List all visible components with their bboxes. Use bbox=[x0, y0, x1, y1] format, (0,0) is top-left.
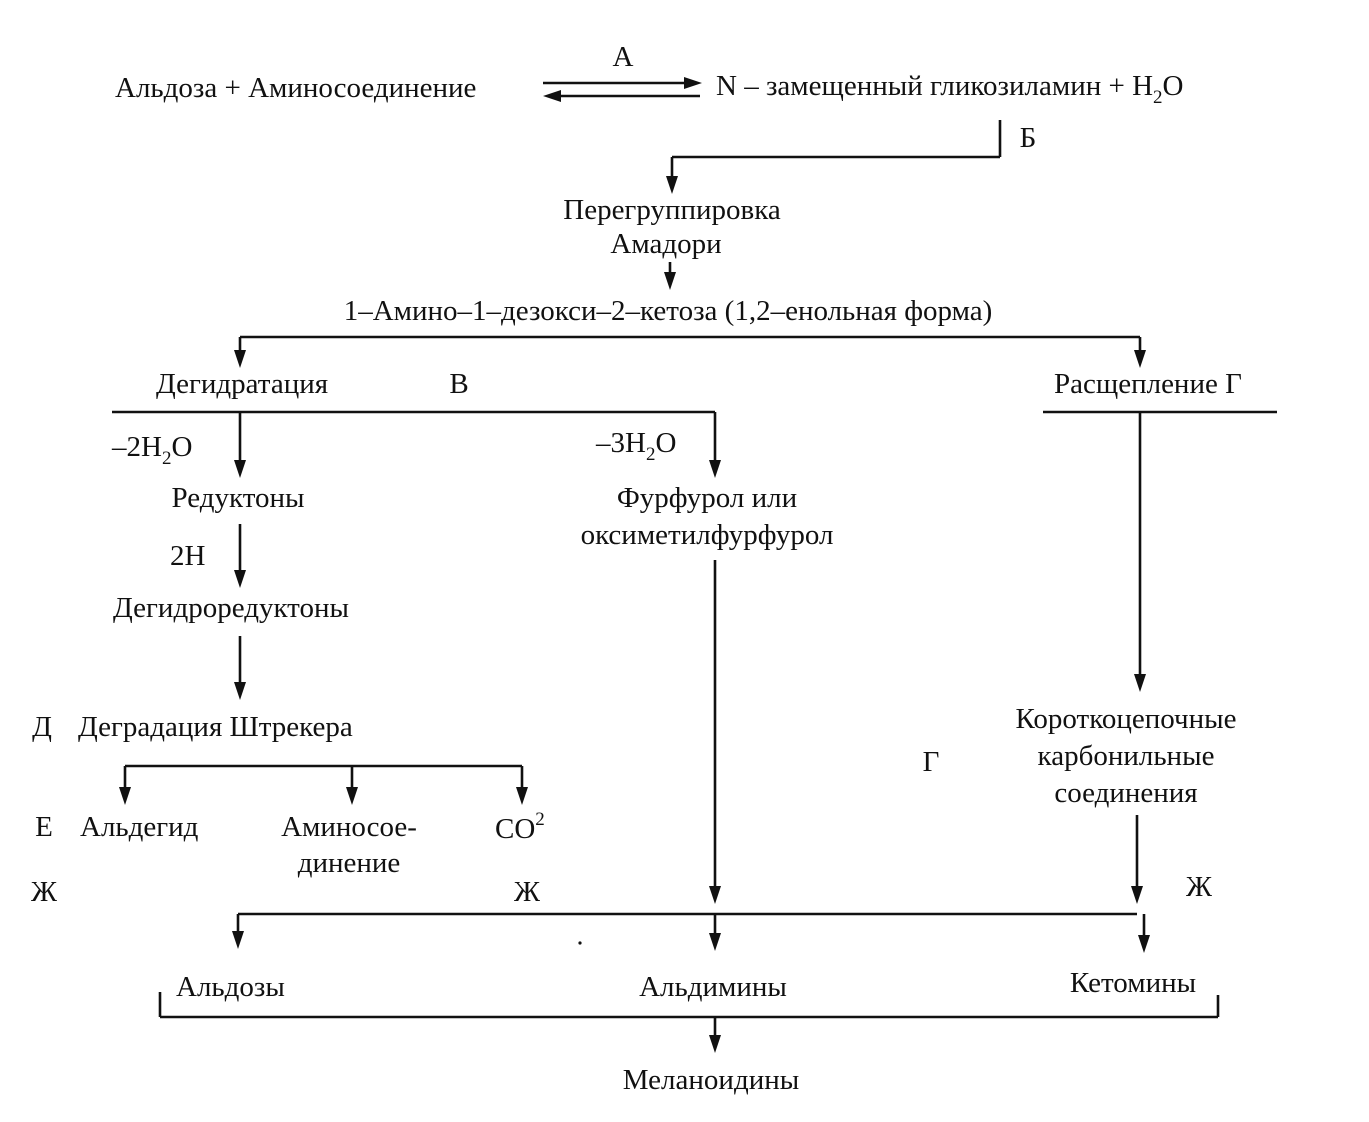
stage-label-a: А bbox=[613, 41, 634, 73]
arrow-furfural-down bbox=[709, 560, 721, 904]
stray-dot bbox=[578, 941, 582, 945]
arrow-carbonyl-down bbox=[1131, 815, 1143, 904]
reactants-text: Альдоза + Аминосоединение bbox=[115, 72, 476, 104]
arrow-reductones-to-dehydroreductones bbox=[234, 524, 246, 588]
strecker-text: Деградация Штрекера bbox=[78, 711, 353, 743]
connector-b bbox=[666, 120, 1002, 194]
ketose-split-connector bbox=[234, 335, 1146, 368]
amadori-line-2: Амадори bbox=[610, 228, 721, 260]
reductones-text: Редуктоны bbox=[172, 482, 305, 514]
final-bracket-connector bbox=[158, 992, 1220, 1053]
carbonyl-line-3: соединения bbox=[1054, 777, 1197, 809]
carbonyl-line-1: Короткоцепочные bbox=[1016, 703, 1237, 735]
zh-split-connector bbox=[232, 912, 1150, 953]
arrow-dehydroreductones-to-strecker bbox=[234, 636, 246, 700]
melanoidins-text: Меланоидины bbox=[623, 1064, 799, 1096]
furfural-line-1: Фурфурол или bbox=[617, 482, 797, 514]
dehydration-connector bbox=[112, 410, 721, 478]
stage-label-v: В bbox=[449, 368, 468, 400]
cleavage-text: Расщепление Г bbox=[1054, 368, 1242, 400]
ketomines-text: Кетомины bbox=[1070, 967, 1196, 999]
aldoses-text: Альдозы bbox=[176, 971, 285, 1003]
cleavage-connector bbox=[1043, 410, 1277, 692]
glycosylamine-text: N – замещенный гликозиламин + H2O bbox=[716, 70, 1183, 108]
stage-label-b: Б bbox=[1020, 122, 1037, 154]
minus-2h2o-condition: –2H2O bbox=[111, 431, 192, 469]
furfural-line-2: оксиметилфурфурол bbox=[581, 519, 834, 551]
dehydration-text: Дегидратация bbox=[156, 368, 328, 400]
dehydroreductones-text: Дегидроредуктоны bbox=[113, 592, 349, 624]
two-h-condition: 2H bbox=[170, 540, 206, 572]
arrow-amadori-to-ketose bbox=[664, 262, 676, 290]
aldimines-text: Альдимины bbox=[639, 971, 787, 1003]
ketose-text: 1–Амино–1–дезокси–2–кетоза (1,2–енольная… bbox=[344, 295, 993, 327]
aldehyde-text: Альдегид bbox=[80, 811, 199, 843]
stage-label-zh-left: Ж bbox=[31, 876, 57, 908]
carbonyl-line-2: карбонильные bbox=[1038, 740, 1215, 772]
stage-label-d: Д bbox=[32, 711, 52, 743]
strecker-split-connector bbox=[119, 764, 528, 805]
stage-label-e: Е bbox=[35, 811, 53, 843]
co2-text: CO2 bbox=[495, 809, 545, 845]
minus-3h2o-condition: –3H2O bbox=[595, 427, 676, 465]
stage-label-g: Г bbox=[923, 746, 940, 778]
stage-label-zh-mid: Ж bbox=[514, 876, 540, 908]
aminocompound-line-2: динение bbox=[298, 847, 401, 879]
amadori-line-1: Перегруппировка bbox=[563, 194, 781, 226]
stage-label-zh-right: Ж bbox=[1186, 871, 1212, 903]
equilibrium-arrows bbox=[543, 77, 702, 102]
aminocompound-line-1: Аминосое- bbox=[281, 811, 417, 843]
